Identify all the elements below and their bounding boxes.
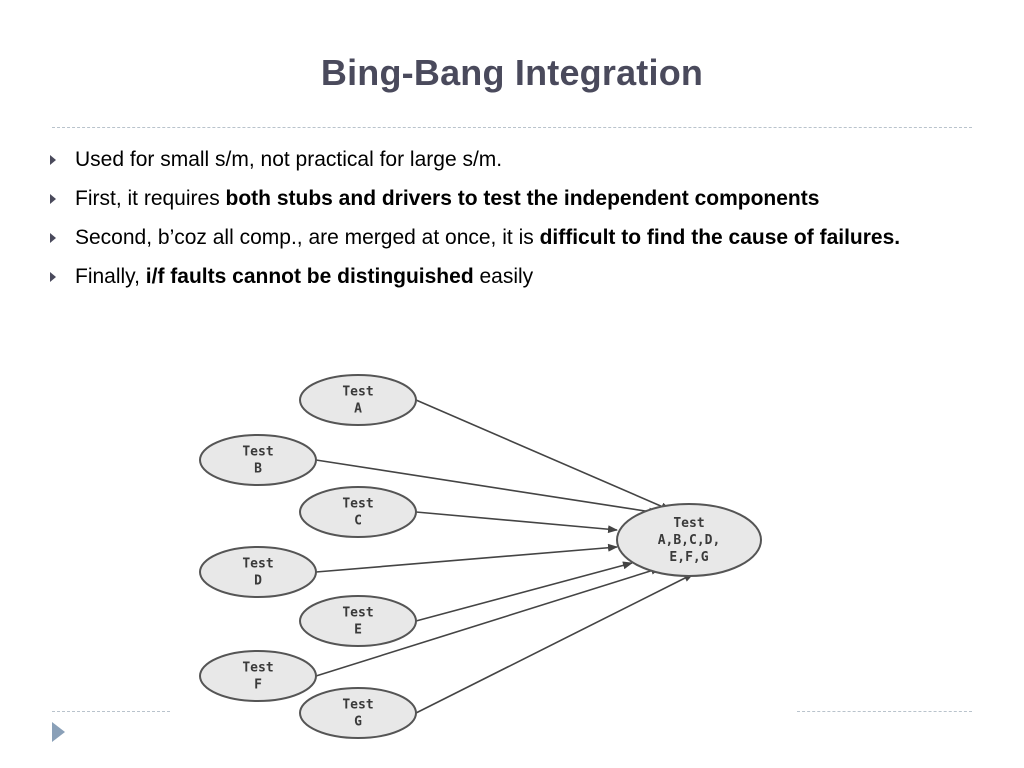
node-label: D	[254, 574, 262, 589]
bullet-text: First, it requires	[75, 187, 226, 210]
node-ellipse	[616, 503, 762, 577]
slide-title: Bing-Bang Integration	[320, 52, 704, 93]
edge-g-to-all	[415, 573, 694, 714]
node-ellipse	[199, 546, 317, 598]
edge-d-to-all	[315, 543, 618, 573]
node-label: A	[354, 402, 362, 417]
node-ellipse	[199, 434, 317, 486]
next-slide-arrow-icon[interactable]	[52, 722, 65, 742]
footer-divider-left	[52, 711, 170, 712]
node-label: Test	[673, 516, 704, 531]
bullet-text-bold: both stubs and drivers to test the indep…	[225, 187, 820, 210]
node-label: Test	[242, 661, 273, 676]
node-label: Test	[242, 445, 273, 460]
node-label: F	[254, 678, 262, 693]
node-label: C	[354, 514, 362, 529]
node-label: Test	[242, 557, 273, 572]
bullet-item: Second, b’coz all comp., are merged at o…	[48, 223, 978, 253]
node-label: A,B,C,D,	[658, 533, 721, 548]
bullet-list: Used for small s/m, not practical for la…	[48, 145, 978, 301]
bullet-item: Finally, i/f faults cannot be distinguis…	[48, 262, 978, 292]
node-label: Test	[342, 606, 373, 621]
edge-e-to-all	[415, 561, 633, 622]
node-ellipse	[299, 374, 417, 426]
edge-f-to-all	[315, 566, 661, 677]
node-label: B	[254, 462, 262, 477]
node-ellipse	[299, 486, 417, 538]
node-label: E	[354, 623, 362, 638]
node-label: G	[354, 715, 362, 730]
bullet-text-bold: i/f faults cannot be distinguished	[145, 265, 474, 288]
bullet-text: Finally,	[75, 265, 146, 288]
bullet-item: First, it requires both stubs and driver…	[48, 184, 978, 214]
bullet-text: easily	[473, 265, 534, 288]
node-ellipse	[299, 595, 417, 647]
footer-divider-right	[797, 711, 972, 712]
node-label: E,F,G	[669, 550, 708, 565]
bullet-arrow-icon	[50, 194, 56, 204]
edge-c-to-all	[415, 511, 618, 534]
bullet-text-bold: difficult to find the cause of failures.	[539, 226, 901, 249]
bullet-arrow-icon	[50, 272, 56, 282]
bullet-item: Used for small s/m, not practical for la…	[48, 145, 978, 175]
node-label: Test	[342, 497, 373, 512]
edge-b-to-all	[315, 459, 659, 516]
node-ellipse	[199, 650, 317, 702]
node-label: Test	[342, 385, 373, 400]
edge-a-to-all	[415, 399, 671, 511]
node-ellipse	[299, 687, 417, 739]
bullet-text: Second, b’coz all comp., are merged at o…	[75, 226, 540, 249]
bullet-arrow-icon	[50, 233, 56, 243]
title-divider	[52, 127, 972, 128]
bullet-arrow-icon	[50, 155, 56, 165]
bullet-text: Used for small s/m, not practical for la…	[75, 148, 503, 171]
node-label: Test	[342, 698, 373, 713]
